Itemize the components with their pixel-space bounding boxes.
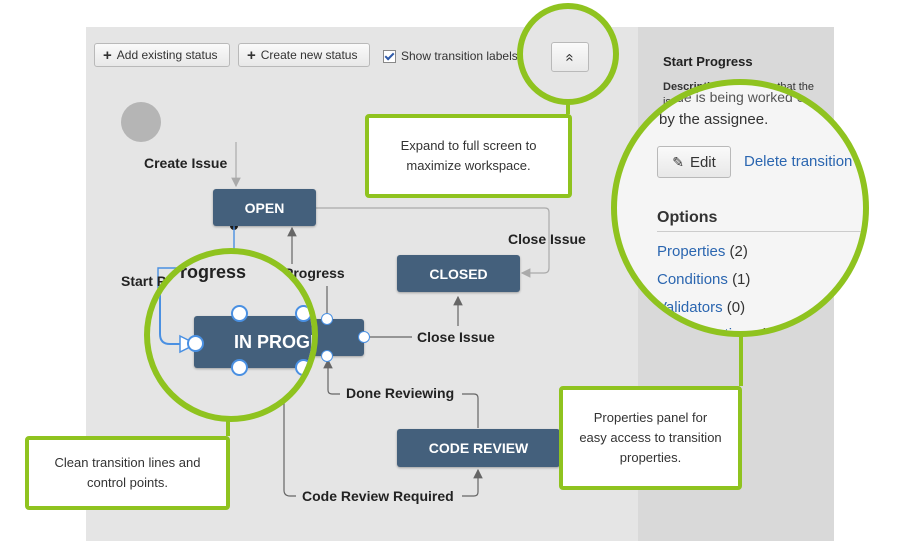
option-name[interactable]: Properties [657,243,726,260]
properties-magnifier: issue is being worked on by the assignee… [611,79,869,337]
control-point[interactable] [321,313,333,325]
expand-fullscreen-button[interactable]: « [551,42,589,72]
option-name[interactable]: Post Functions [657,326,757,337]
edit-button[interactable]: ✎ Edit [657,146,731,178]
panel-title: Start Progress [663,54,753,69]
option-count: (0) [726,299,746,316]
transition-done-reviewing[interactable]: Done Reviewing [346,385,455,401]
transition-create-issue[interactable]: Create Issue [144,155,228,171]
magnified-start-progress: Start Progress [150,262,247,282]
transition-close-issue-top[interactable]: Close Issue [508,231,586,247]
edit-label: Edit [689,153,716,171]
show-transition-labels-label: Show transition labels [401,49,518,63]
magnified-status-in-progress[interactable]: IN PROGRESS [194,316,312,368]
status-code-review[interactable]: CODE REVIEW [397,429,560,467]
plus-icon: + [247,46,256,64]
option-validators[interactable]: Validators (0) [657,299,745,316]
delete-transition-link[interactable]: Delete transition [744,153,853,170]
callout-expand: Expand to full screen to maximize worksp… [365,114,572,198]
option-post-functions[interactable]: Post Functions (7) [657,326,779,337]
add-existing-status-button[interactable]: + Add existing status [94,43,230,67]
pencil-icon: ✎ [672,153,684,170]
control-point[interactable] [358,331,370,343]
control-point[interactable] [295,359,312,376]
control-point[interactable] [321,350,333,362]
checkbox-checked-icon[interactable] [383,49,396,63]
magnified-description-line-2: issue is being worked on [659,89,813,105]
options-divider [657,231,863,232]
options-heading: Options [657,209,718,226]
callout-properties-panel: Properties panel for easy access to tran… [559,386,742,490]
add-existing-status-label: Add existing status [116,48,218,62]
option-count: (1) [732,271,751,288]
status-closed[interactable]: CLOSED [397,255,520,292]
start-node[interactable] [121,102,161,142]
status-open[interactable]: OPEN [213,189,316,226]
expand-magnifier: « [517,3,619,105]
option-count: (7) [760,326,779,337]
control-point[interactable] [231,359,248,376]
magnified-description-line-3: by the assignee. [659,111,769,128]
plus-icon: + [103,46,112,64]
create-new-status-label: Create new status [260,48,358,62]
option-conditions[interactable]: Conditions (1) [657,271,750,288]
transition-magnifier: Start Progress IN PROGRESS [144,248,318,422]
control-point[interactable] [231,305,248,322]
show-transition-labels-toggle[interactable]: Show transition labels [383,49,518,63]
create-new-status-button[interactable]: + Create new status [238,43,370,67]
control-point[interactable] [187,335,204,352]
control-point[interactable] [295,305,312,322]
option-properties[interactable]: Properties (2) [657,243,748,260]
option-name[interactable]: Conditions [657,271,728,288]
option-count: (2) [729,243,748,260]
option-name[interactable]: Validators [657,299,723,316]
double-chevron-up-icon: « [561,52,579,62]
transition-close-issue[interactable]: Close Issue [417,329,495,345]
callout-transition-lines: Clean transition lines and control point… [25,436,230,510]
transition-code-review-required[interactable]: Code Review Required [302,488,454,504]
